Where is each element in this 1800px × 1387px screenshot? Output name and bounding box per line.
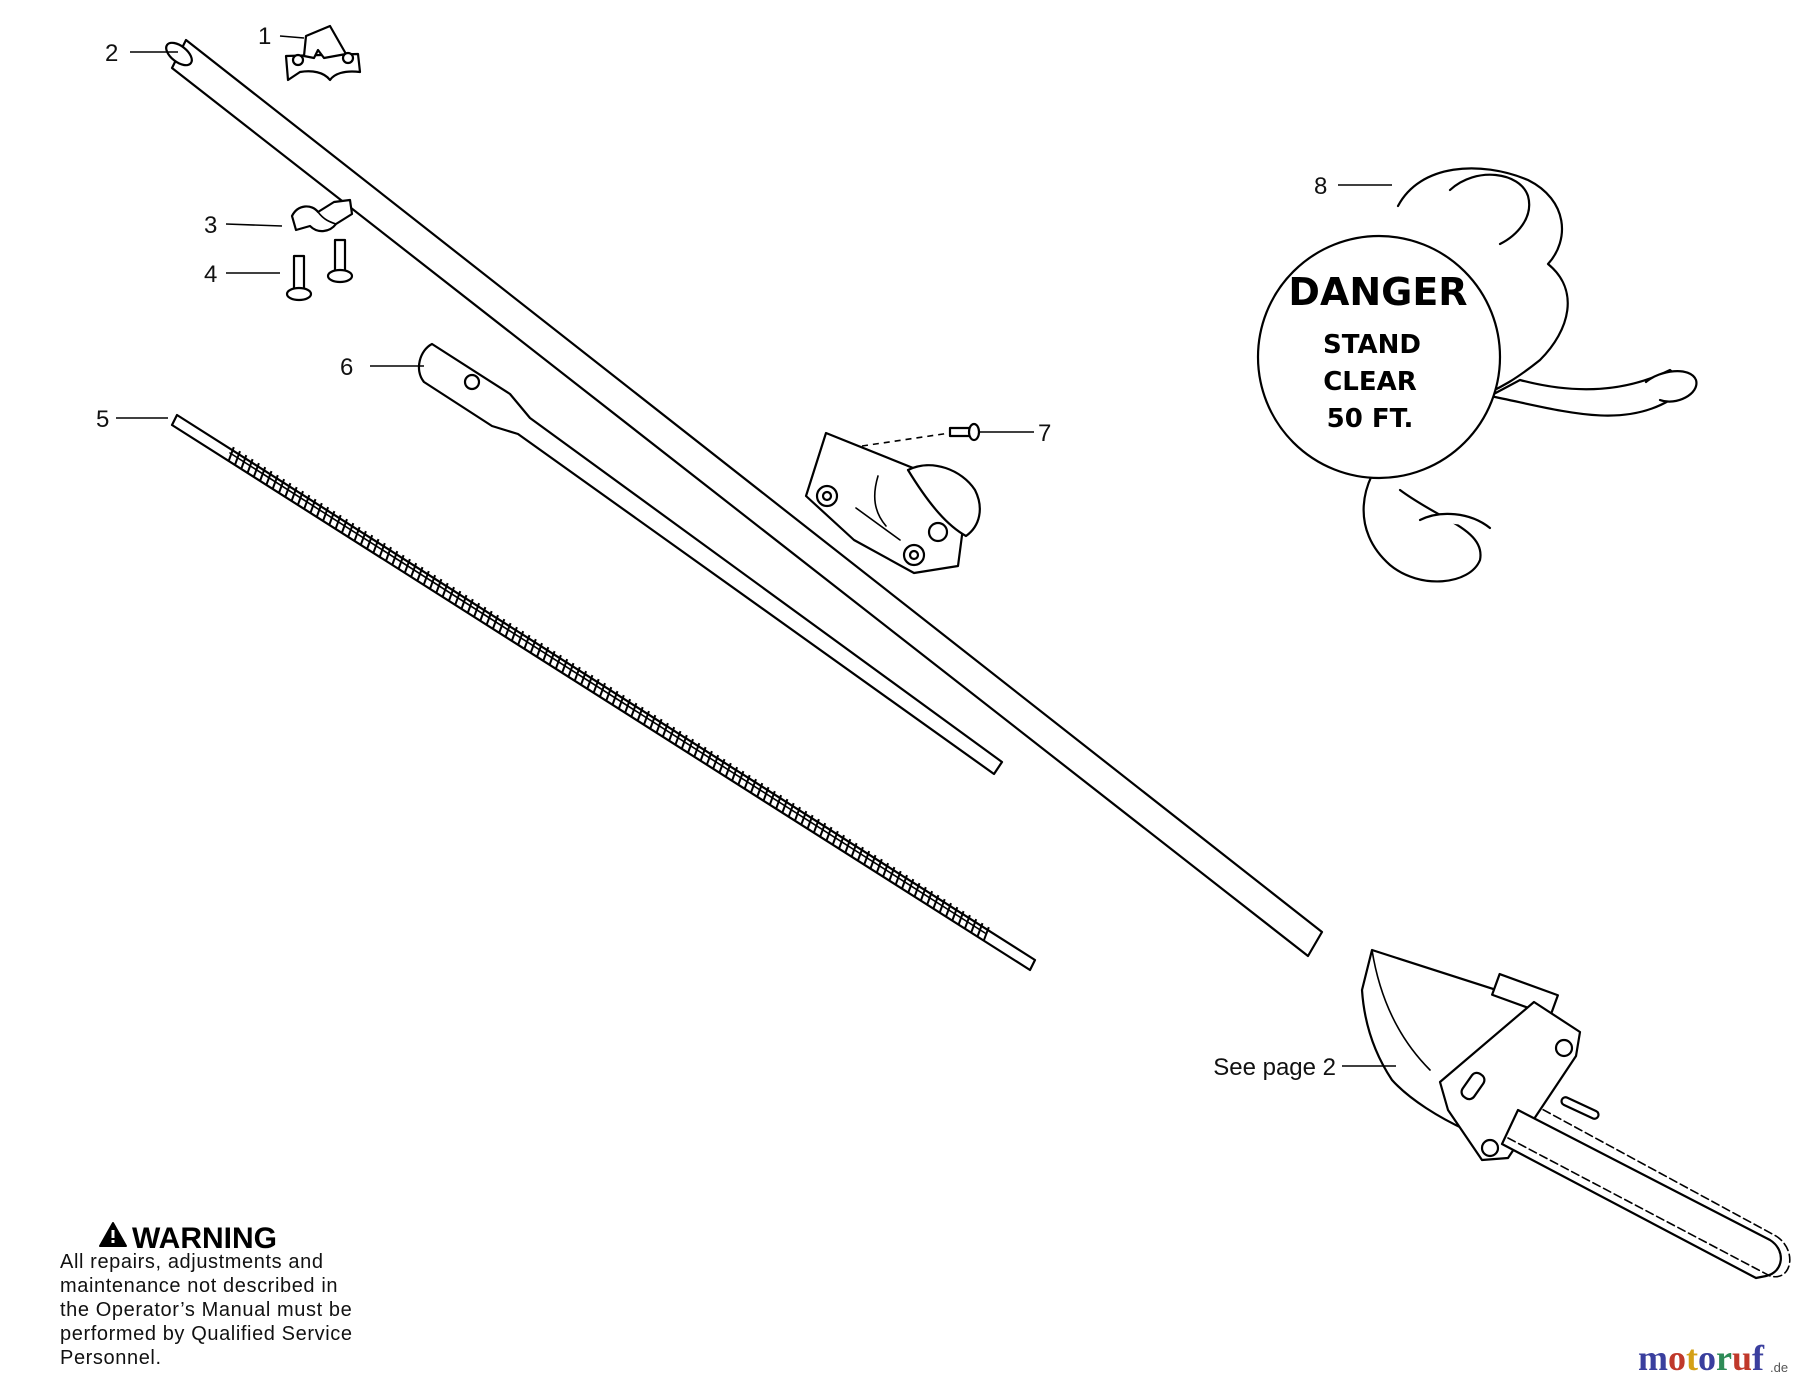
callout-7: 7 [1038,420,1051,447]
shaft-coupling [804,431,981,575]
watermark-logo: motoruf .de [1638,1338,1788,1378]
svg-text:motoruf: motoruf [1638,1338,1765,1378]
danger-line-3: 50 FT. [1327,404,1414,434]
callout-4: 4 [204,261,217,288]
warning-title: WARNING [132,1222,277,1255]
part-4-screws [285,238,354,302]
warning-line-1: All repairs, adjustments and [60,1251,324,1273]
callout-3: 3 [204,212,217,239]
svg-text:.de: .de [1770,1360,1788,1375]
part-8-harness-strap: DANGER STAND CLEAR 50 FT. [1256,167,1698,583]
see-page-2-label: See page 2 [1213,1054,1336,1081]
part-1-handle-clamp [284,24,362,82]
part-5-flex-shaft [170,413,1037,972]
warning-line-4: performed by Qualified Service [60,1323,353,1345]
callout-6: 6 [340,354,353,381]
part-2-shaft-tube [165,38,1324,958]
part-6-drive-adapter [417,342,1004,776]
saw-head-assembly [1360,948,1791,1280]
warning-line-5: Personnel. [60,1347,162,1369]
warning-triangle-icon [99,1222,127,1247]
warning-block: WARNING All repairs, adjustments and mai… [60,1222,353,1369]
danger-line-1: STAND [1323,330,1421,360]
callout-5: 5 [96,406,109,433]
callout-8: 8 [1314,173,1327,200]
callout-2: 2 [105,40,118,67]
warning-line-2: maintenance not described in [60,1275,338,1297]
callout-1: 1 [258,23,271,50]
callouts: 2 1 3 4 6 5 7 8 See page 2 [96,23,1396,1081]
part-7-screw [861,422,981,447]
danger-line-2: CLEAR [1323,367,1417,397]
danger-title: DANGER [1288,270,1467,314]
warning-line-3: the Operator’s Manual must be [60,1299,352,1321]
part-3-clamp-bottom [290,198,354,233]
